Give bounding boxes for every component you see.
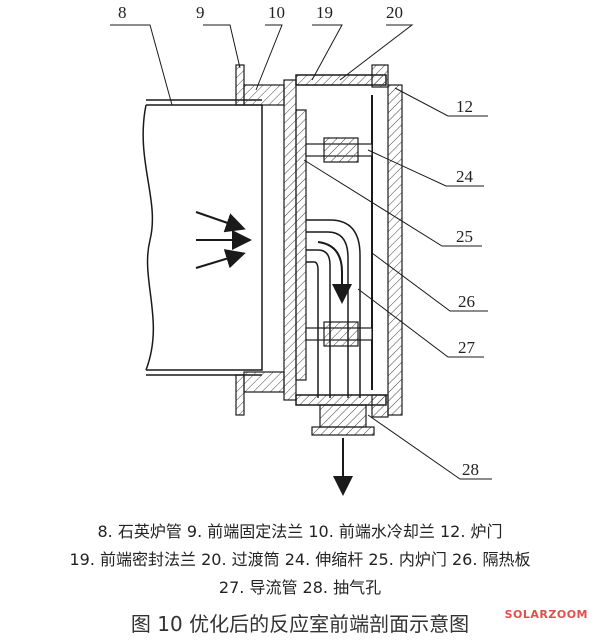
callout-9: 9	[196, 3, 205, 22]
callout-26: 26	[458, 292, 475, 311]
furnace-door	[371, 64, 403, 418]
callout-10: 10	[268, 3, 285, 22]
callout-20: 20	[386, 3, 403, 22]
legend-line-1: 8. 石英炉管 9. 前端固定法兰 10. 前端水冷却兰 12. 炉门	[97, 522, 503, 541]
telescopic-rod-lower	[305, 321, 373, 347]
inner-furnace-door	[295, 109, 307, 381]
callout-12: 12	[456, 97, 473, 116]
inflow-arrows	[195, 211, 252, 269]
callout-19: 19	[316, 3, 333, 22]
figure-caption: 图 10 优化后的反应室前端剖面示意图	[130, 612, 470, 636]
callout-28: 28	[462, 460, 479, 479]
exhaust-port	[311, 404, 375, 436]
callout-8: 8	[118, 3, 127, 22]
section-diagram: 8 9 10 19 20 12 24 25 26 27 28	[110, 3, 492, 496]
quartz-tube	[142, 99, 263, 376]
front-water-cooled-flange	[243, 84, 285, 393]
flow-arrow	[317, 241, 352, 304]
leader-lines	[110, 24, 492, 480]
guide-tube	[306, 219, 361, 398]
front-sealing-flange	[283, 79, 297, 401]
watermark: SOLARZOOM	[504, 608, 588, 621]
telescopic-rod-upper	[305, 137, 373, 163]
callout-25: 25	[456, 227, 473, 246]
callout-24: 24	[456, 167, 474, 186]
callout-27: 27	[458, 338, 476, 357]
legend-line-3: 27. 导流管 28. 抽气孔	[218, 578, 382, 597]
legend-line-2: 19. 前端密封法兰 20. 过渡筒 24. 伸缩杆 25. 内炉门 26. 隔…	[69, 550, 531, 569]
